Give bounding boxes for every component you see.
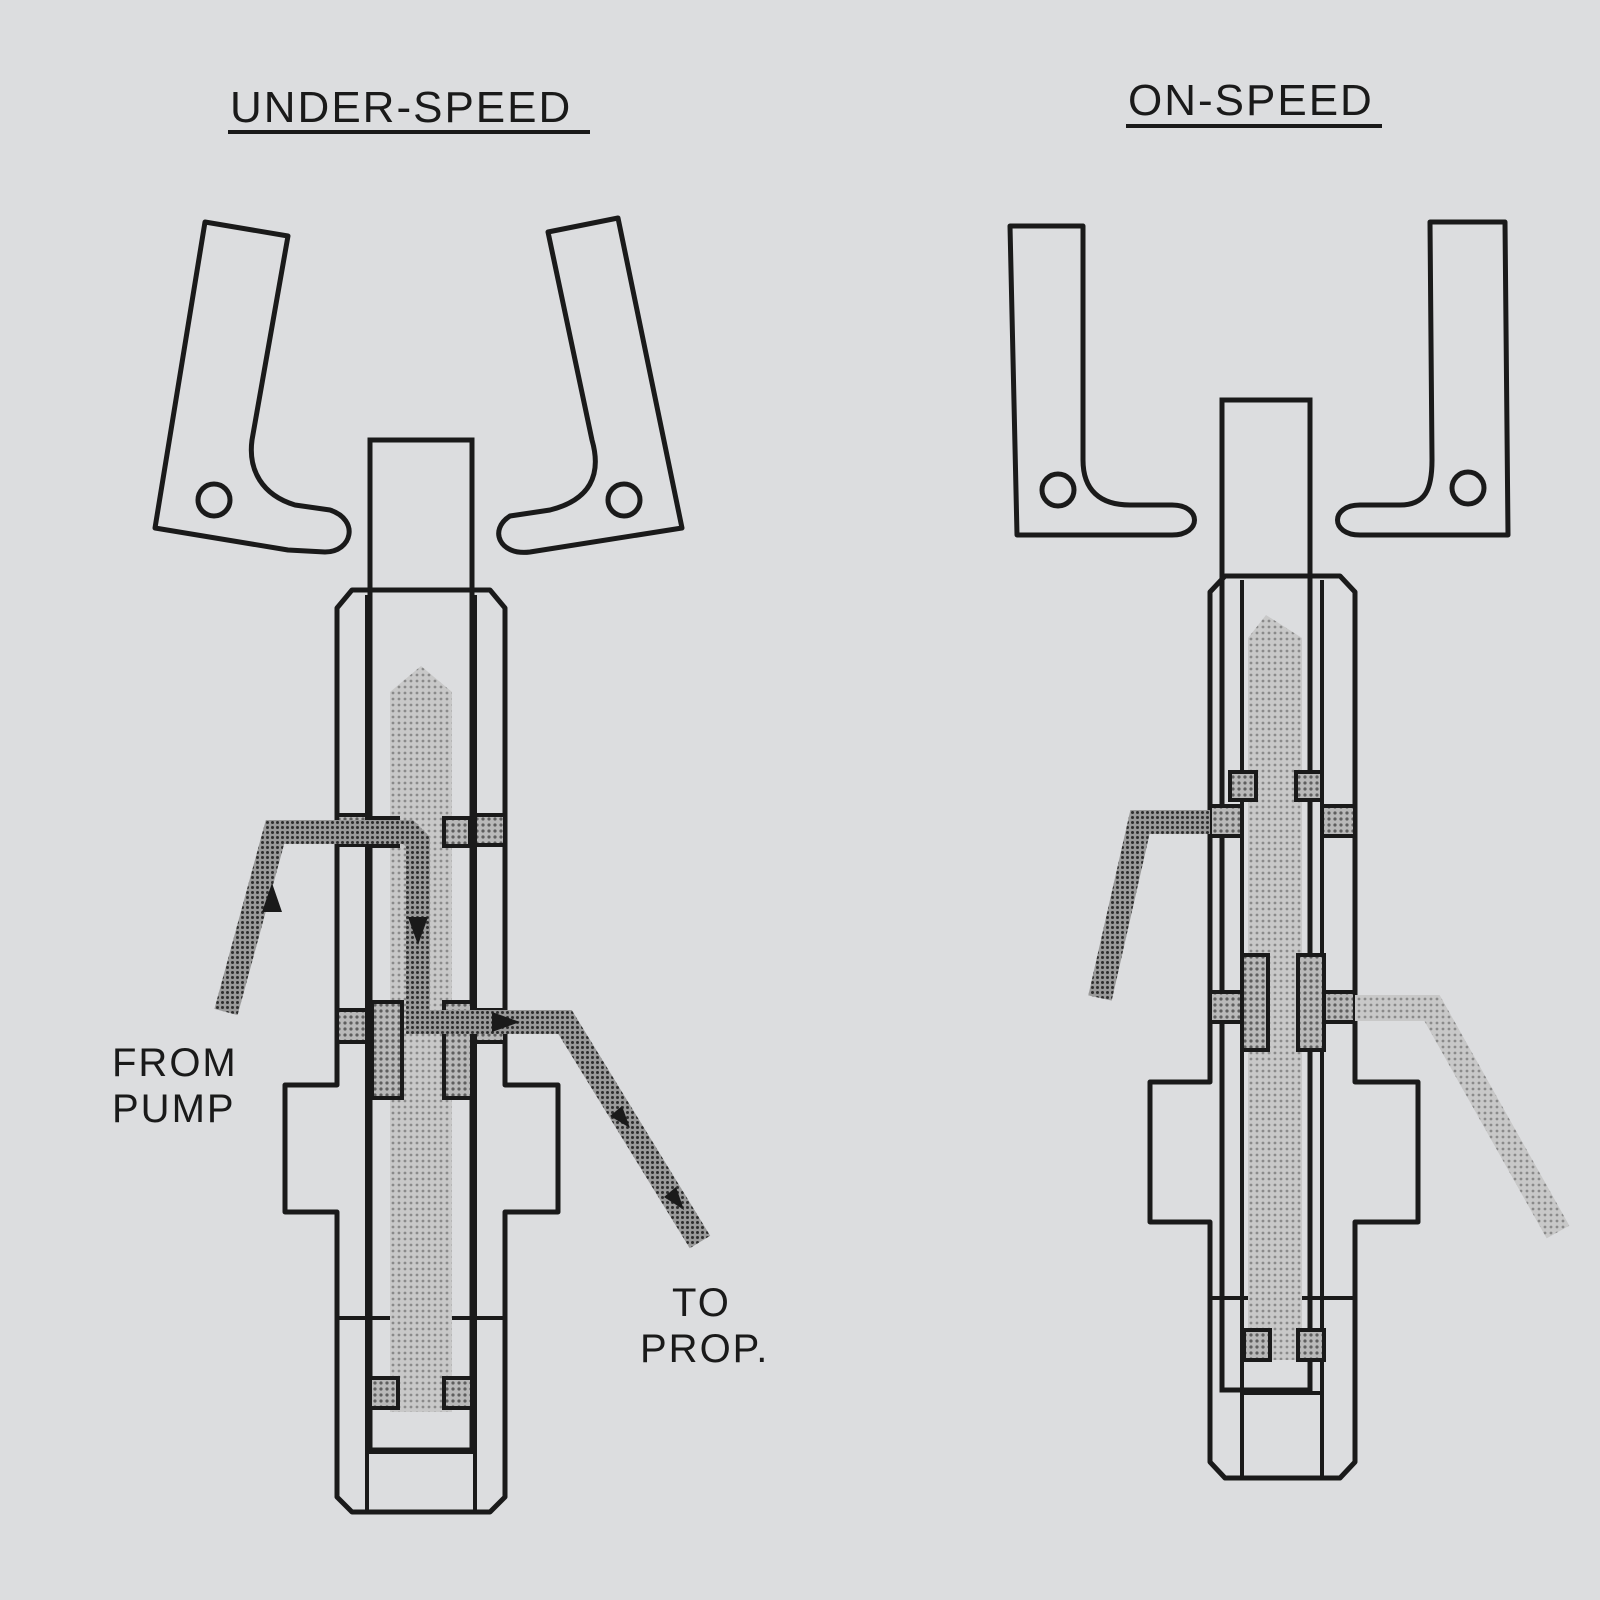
under-speed-pilot-stem (367, 437, 475, 1453)
right-flyweight (496, 215, 685, 555)
under-speed-port-seal (473, 813, 507, 847)
on-speed-oil-column (1248, 615, 1302, 1360)
under-speed-port-seal (335, 1008, 369, 1044)
from-label-line2: PUMP (112, 1087, 236, 1131)
on-speed-port-seal (1320, 804, 1357, 838)
from-label-line1: FROM (112, 1041, 238, 1085)
on-speed-land (1240, 953, 1270, 1052)
under-speed-body (282, 587, 561, 1515)
on-speed-port-seal (1208, 990, 1244, 1024)
under-speed-land (370, 1000, 404, 1100)
under-speed-panel: UNDER-SPEED (112, 83, 769, 1515)
arrow-down-right-icon (610, 1106, 630, 1128)
under-speed-oil-flow-path (214, 820, 711, 1249)
on-speed-bottom-seal (1242, 1328, 1272, 1362)
flow-arrows (262, 883, 684, 1210)
on-speed-land (1296, 953, 1326, 1052)
on-speed-title: ON-SPEED (1128, 76, 1374, 125)
arrow-up-icon (262, 883, 282, 912)
on-speed-pump-line-blocked (1088, 810, 1210, 1001)
under-speed-land-seal (442, 816, 472, 848)
left-flyweight (152, 219, 352, 555)
on-speed-land-seal (1294, 770, 1324, 802)
to-label-line1: TO (672, 1281, 731, 1325)
on-speed-land-seal (1228, 770, 1258, 802)
left-flyweight-pivot (195, 481, 233, 519)
arrow-down-right-icon (664, 1187, 684, 1210)
on-speed-port-seal (1322, 990, 1357, 1024)
on-speed-panel: ON-SPEED (1007, 76, 1570, 1481)
to-label-line2: PROP. (640, 1327, 769, 1371)
under-speed-bottom-seal (368, 1376, 400, 1410)
right-flyweight-pivot (605, 481, 643, 519)
under-speed-bottom-seal (442, 1376, 474, 1410)
under-speed-oil-column (390, 666, 452, 1412)
on-speed-port-seal (1208, 804, 1244, 838)
right-flyweight-pivot (1449, 469, 1487, 507)
arrow-right-icon (492, 1012, 520, 1032)
right-flyweight (1335, 219, 1511, 538)
on-speed-pilot-stem (1219, 397, 1313, 1393)
on-speed-bottom-seal (1296, 1328, 1326, 1362)
on-speed-prop-line-blocked (1355, 995, 1570, 1239)
on-speed-body (1147, 573, 1421, 1481)
under-speed-title: UNDER-SPEED (230, 83, 572, 132)
arrow-down-icon (408, 917, 428, 945)
left-flyweight-pivot (1039, 471, 1077, 509)
left-flyweight (1007, 223, 1197, 538)
